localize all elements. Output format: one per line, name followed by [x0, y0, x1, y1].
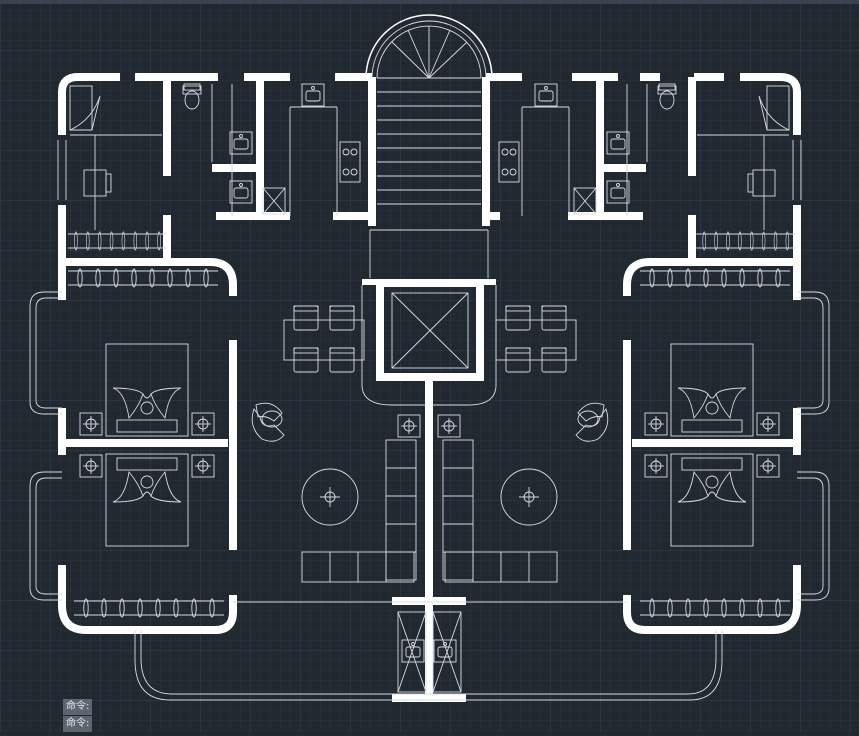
windows: [57, 140, 802, 618]
command-window[interactable]: 命令: 命令:: [63, 699, 93, 733]
right-unit-furniture: [498, 83, 790, 230]
command-prompt[interactable]: 命令:: [63, 716, 93, 732]
exterior-walls: [58, 73, 801, 702]
balconies: [29, 291, 830, 701]
left-counter: [301, 439, 427, 693]
staircase: [365, 14, 493, 278]
left-dining-set: [283, 305, 365, 373]
right-round-table: [500, 468, 558, 526]
command-history-line: 命令:: [63, 699, 93, 715]
window-top-edge: [0, 0, 859, 4]
left-unit-furniture: [69, 83, 361, 230]
left-round-table: [301, 468, 359, 526]
right-counter: [432, 439, 558, 693]
right-dining-set: [495, 305, 577, 373]
